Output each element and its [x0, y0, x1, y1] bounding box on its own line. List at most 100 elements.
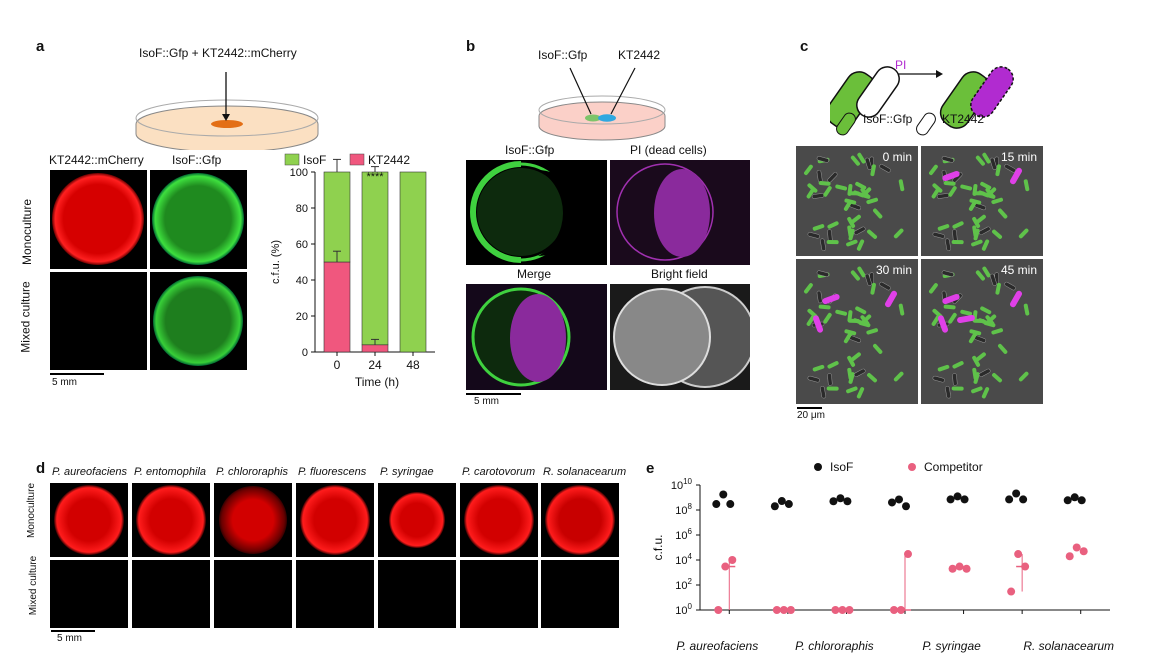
mono-image: [50, 483, 128, 557]
bacterium-cell: [995, 282, 1001, 295]
bacterium-cell: [857, 152, 866, 164]
species-label: P. fluorescens: [298, 466, 367, 478]
dead-cell: [942, 170, 960, 182]
bacterium-cell: [991, 328, 1004, 335]
image-red-mixed: [50, 272, 147, 370]
y-tick-label: 80: [296, 203, 308, 215]
image-b-gfp: [466, 160, 607, 265]
bacterium-cell: [929, 283, 938, 294]
competitor-point: [786, 606, 795, 614]
competitor-point: [897, 606, 905, 614]
col-label-isof: IsoF::Gfp: [172, 153, 222, 167]
mono-image: [214, 483, 292, 557]
bacterium-cell: [952, 221, 964, 229]
competitor-point: [955, 562, 964, 571]
bacterium-cell: [932, 375, 945, 383]
dead-cell: [812, 315, 824, 333]
mono-image: [296, 483, 374, 557]
time-45: 45 min: [1000, 263, 1037, 277]
bacterium-cell: [952, 229, 958, 242]
bacterium-cell: [857, 266, 866, 278]
bacterium-cell: [998, 208, 1008, 219]
legend-kt2442: KT2442: [942, 112, 985, 126]
bacterium-cell: [945, 238, 951, 251]
isof-point: [712, 500, 721, 509]
species-label: P. chlororaphis: [216, 466, 288, 478]
bacterium-cell: [807, 183, 818, 193]
bacterium-cell: [867, 373, 878, 383]
label-brightfield: Bright field: [651, 267, 708, 281]
bacterium-cell: [931, 315, 940, 326]
strain2-label: KT2442: [618, 48, 661, 62]
mixed-image: [541, 560, 619, 628]
bacterium-cell: [835, 309, 848, 316]
mixed-image: [378, 560, 456, 628]
x-tick-label: 0: [334, 358, 341, 372]
competitor-point: [1072, 543, 1081, 552]
bacterium-cell: [929, 164, 938, 176]
bacterium-cell: [952, 361, 964, 369]
bacterium-cell: [975, 155, 985, 166]
isof-point: [829, 497, 838, 506]
isof-point: [1070, 493, 1079, 502]
y-tick-label: 1010: [671, 477, 693, 492]
bacterium-cell: [826, 386, 839, 391]
bacterium-cell: [866, 328, 879, 335]
image-green-mono: [150, 170, 247, 269]
dead-cell: [885, 290, 897, 308]
bacterium-cell: [951, 386, 964, 391]
time-15: 15 min: [1000, 150, 1037, 164]
x-tick-label: P. fluorescens: [858, 658, 933, 660]
isof-point: [1005, 495, 1014, 504]
bacterium-cell: [811, 193, 825, 199]
timelapse-30min: 30 min: [796, 259, 918, 404]
bacterium-cell: [827, 373, 833, 386]
bacterium-cell: [1018, 228, 1029, 239]
mixed-image: [296, 560, 374, 628]
isof-point: [1077, 496, 1086, 505]
bacterium-cell: [818, 304, 831, 310]
row-label-mono: Monoculture: [20, 198, 35, 266]
bacterium-cell: [971, 239, 983, 247]
bar-isof: [323, 171, 351, 263]
bacterium-cell: [978, 368, 991, 377]
bacterium-cell: [932, 183, 943, 193]
isof-point: [1012, 489, 1021, 498]
bacterium-cell: [820, 238, 826, 251]
scale-label-a: 5 mm: [52, 377, 77, 388]
bacterium-cell: [804, 283, 813, 294]
bacterium-cell: [981, 387, 990, 399]
bacterium-cell: [980, 181, 992, 190]
isof-point: [902, 502, 910, 511]
competitor-point: [831, 606, 840, 614]
bacterium-cell: [948, 186, 957, 197]
scale-label-b: 5 mm: [474, 396, 499, 407]
bacterium-cell: [850, 155, 860, 166]
bacterium-cell: [806, 315, 815, 326]
bacterium-cell: [893, 371, 904, 382]
mono-image: [541, 483, 619, 557]
x-tick-label: P. carotovorum: [972, 658, 1052, 660]
dead-cell: [937, 315, 949, 333]
legend-competitor-label: Competitor: [924, 460, 983, 474]
d-row-mono: Monoculture: [26, 482, 38, 539]
bacterium-cell: [879, 281, 891, 291]
bacterium-cell: [978, 190, 990, 198]
bacterium-cell: [847, 183, 853, 196]
bacterium-cell: [1004, 281, 1016, 291]
competitor-point: [714, 606, 723, 614]
bacterium-cell: [978, 318, 990, 326]
panel-a-letter: a: [36, 38, 45, 55]
bacterium-cell: [973, 372, 980, 384]
mixed-image: [214, 560, 292, 628]
bar-isof: [399, 171, 427, 353]
species-label: R. solanacearum: [543, 466, 627, 478]
bacterium-cell: [843, 200, 852, 211]
x-tick-label: P. chlororaphis: [795, 639, 874, 653]
bacterium-cell: [972, 183, 978, 196]
petri-dish-a: IsoF::Gfp + KT2442::mCherry: [127, 40, 327, 150]
isof-point: [770, 502, 779, 511]
petri-dish-b: IsoF::Gfp KT2442: [535, 48, 670, 143]
